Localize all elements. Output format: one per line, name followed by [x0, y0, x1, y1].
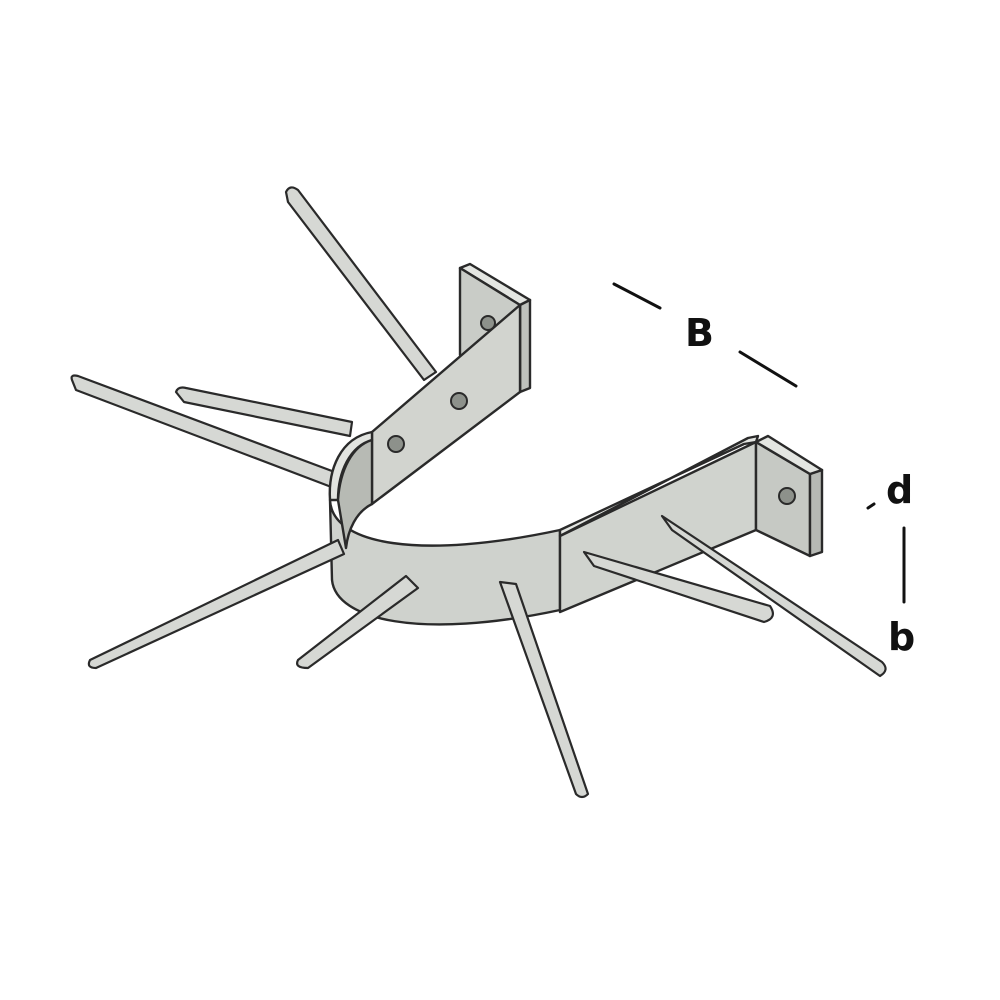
dimension-height: b	[888, 526, 915, 659]
spike-front-center-long	[498, 580, 590, 799]
dimension-label-thickness: d	[886, 468, 913, 512]
dimension-label-height: b	[888, 615, 915, 659]
bolt-hole-3	[387, 435, 405, 453]
clamp-band	[328, 430, 562, 626]
dimension-label-width: B	[685, 311, 714, 355]
spike-front-right-short	[582, 550, 774, 624]
bolt-hole-1	[480, 315, 496, 331]
spike-front-center-short	[296, 574, 420, 670]
bolt-hole-2	[450, 392, 468, 410]
spike-back-left-short	[174, 386, 354, 438]
bolt-hole-4	[778, 487, 796, 505]
spike-front-right-long	[660, 514, 887, 678]
left-flange	[370, 262, 532, 506]
dimension-thickness: d	[866, 468, 913, 512]
spike-back-upper-left	[284, 186, 438, 382]
dimension-width: B	[612, 282, 798, 388]
spike-front-left-long	[87, 538, 346, 670]
